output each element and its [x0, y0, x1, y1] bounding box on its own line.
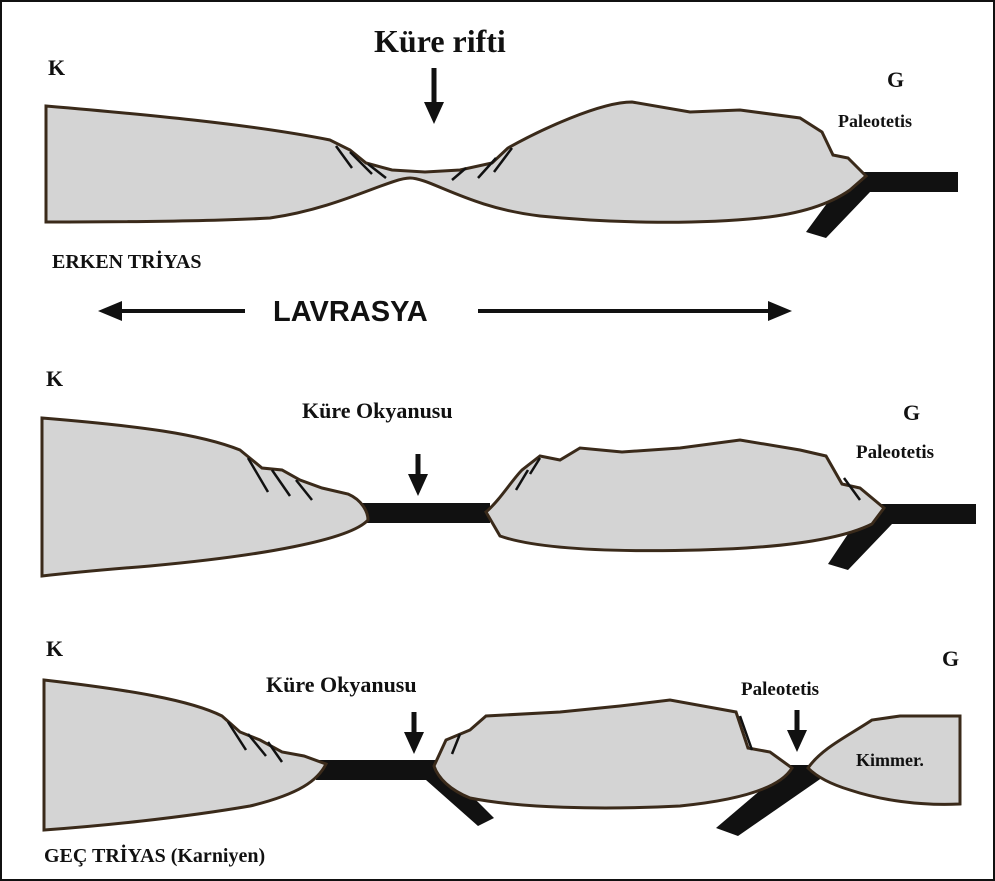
kure-rift-title: Küre rifti — [374, 23, 506, 59]
panel-kure-ocean: K G Küre Okyanusu Paleotetis — [42, 366, 976, 576]
kure-ocean-label-2: Küre Okyanusu — [302, 398, 453, 423]
panel-late-triassic: K G Küre Okyanusu Paleotetis Kimmer. GEÇ… — [44, 636, 960, 867]
kure-ocean-arrow-3 — [404, 712, 424, 754]
panel-early-triassic: K G Küre rifti Paleotetis ERKEN TRİYAS — [46, 23, 958, 273]
south-label-2: G — [903, 400, 920, 425]
south-label-1: G — [887, 67, 904, 92]
kimmer-label: Kimmer. — [856, 750, 924, 770]
continental-crust-1 — [46, 102, 866, 222]
kure-ocean-arrow-2 — [408, 454, 428, 496]
paleotethys-arrow-3 — [787, 710, 807, 752]
paleotethys-label-3: Paleotetis — [741, 679, 819, 700]
period-label-late-triassic: GEÇ TRİYAS (Karniyen) — [44, 843, 265, 867]
kure-ocean-label-3: Küre Okyanusu — [266, 672, 417, 697]
period-label-early-triassic: ERKEN TRİYAS — [52, 249, 202, 273]
middle-continent-3 — [434, 700, 792, 808]
paleotethys-label-1: Paleotetis — [838, 111, 912, 131]
north-label-3: K — [46, 636, 63, 661]
southern-continent-2 — [486, 440, 884, 551]
north-label-2: K — [46, 366, 63, 391]
northern-continent-3 — [44, 680, 326, 830]
northern-continent-2 — [42, 418, 368, 576]
kure-oceanic-crust-2 — [360, 503, 490, 523]
south-label-3: G — [942, 646, 959, 671]
lavrasya-label: LAVRASYA — [273, 296, 428, 328]
paleotethys-label-2: Paleotetis — [856, 442, 934, 463]
rift-arrow — [424, 68, 444, 124]
north-label-1: K — [48, 55, 65, 80]
lavrasya-span: LAVRASYA — [98, 296, 792, 328]
